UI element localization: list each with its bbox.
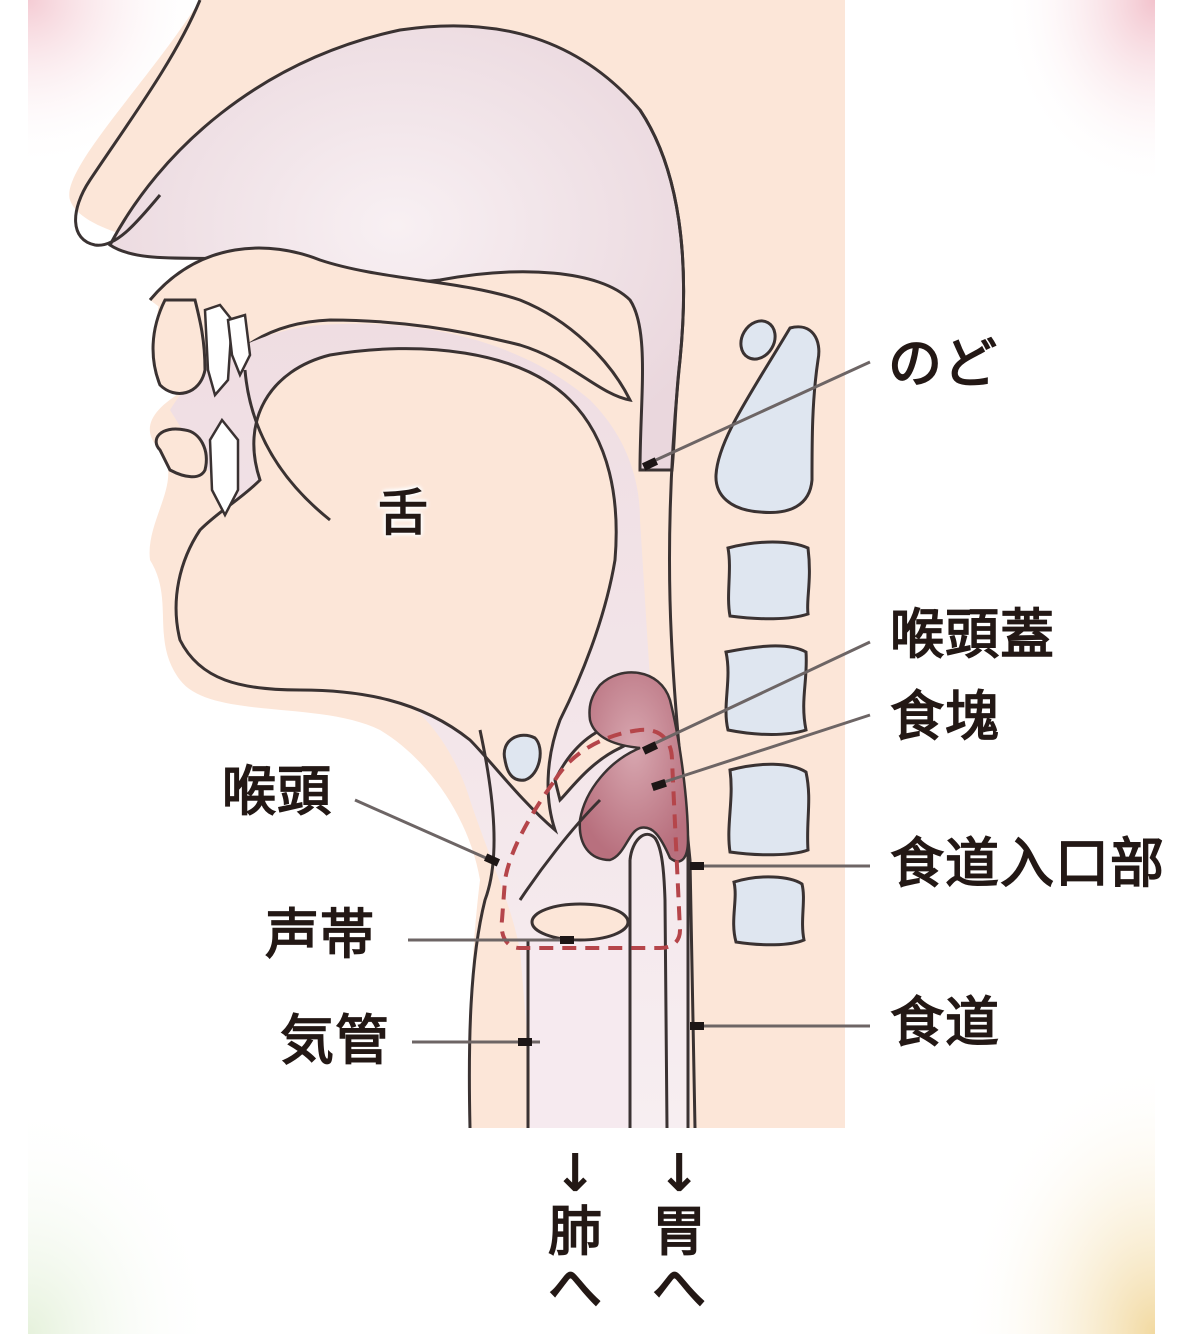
- label-throat: のど: [888, 332, 998, 395]
- leader-larynx: [354, 798, 496, 864]
- leader-bolus: [654, 713, 871, 787]
- leader-line-markers: [483, 457, 704, 1046]
- palate: [148, 246, 633, 402]
- label-esophageal-entrance: 食道入口部: [890, 832, 1165, 895]
- trachea-and-esophagus: [518, 798, 690, 1129]
- label-vocal-cords: 声帯: [265, 903, 375, 966]
- destination-to-lungs: ↓ 肺 へ: [548, 1148, 602, 1317]
- larynx-dashed-outline: [499, 727, 683, 950]
- label-larynx: 喉頭: [222, 760, 332, 823]
- nose-outline: [74, 0, 202, 247]
- down-arrow-icon: ↓: [657, 1144, 701, 1204]
- tongue-underside-line: [243, 369, 331, 522]
- label-epiglottis: 喉頭蓋: [890, 603, 1055, 666]
- leader-throat: [644, 360, 871, 467]
- destination-to-stomach: ↓ 胃 へ: [652, 1148, 706, 1317]
- destination-lungs-line1: 肺: [548, 1200, 602, 1263]
- destination-stomach-line2: へ: [652, 1256, 706, 1320]
- down-arrow-icon: ↓: [553, 1144, 597, 1204]
- destination-lungs-line2: へ: [548, 1256, 602, 1320]
- leader-lines: [354, 360, 871, 1044]
- hyoid-bone: [502, 733, 542, 782]
- neck-front-line: [467, 729, 496, 1129]
- destination-stomach-line1: 胃: [652, 1200, 706, 1263]
- label-tongue: 舌: [378, 484, 429, 542]
- label-esophagus: 食道: [890, 991, 1000, 1054]
- label-trachea: 気管: [280, 1009, 390, 1072]
- label-bolus: 食塊: [890, 685, 1000, 748]
- lips-and-teeth: [151, 298, 252, 518]
- leader-epiglottis: [644, 640, 871, 750]
